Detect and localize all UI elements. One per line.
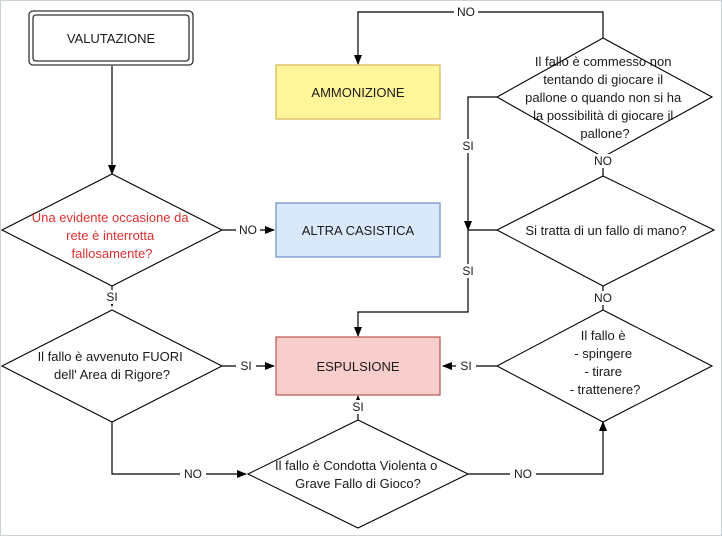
- node-ammonizione: AMMONIZIONE: [275, 64, 441, 120]
- label-si-condotta: SI: [352, 400, 363, 414]
- label-no-commesso: NO: [594, 154, 612, 168]
- tipo-fallo-line-3: - tirare: [584, 364, 622, 379]
- label-si-occasione: SI: [106, 290, 117, 304]
- tipo-fallo-line-4: - trattenere?: [570, 382, 641, 397]
- commesso-line-4: la possibilità di giocare il: [533, 108, 673, 123]
- node-valutazione: VALUTAZIONE: [28, 10, 194, 66]
- condotta-line-1: Il fallo è Condotta Violenta o: [275, 458, 437, 473]
- node-occasione: Una evidente occasione da rete è interro…: [0, 173, 224, 287]
- occasione-text: Una evidente occasione da rete è interro…: [32, 210, 192, 261]
- label-no-tipo: NO: [594, 291, 612, 305]
- edge-labels: NO SI NO SI NO SI SI SI NO SI NO NO: [102, 5, 615, 481]
- tipo-fallo-line-2: - spingere: [574, 346, 632, 361]
- edge-fuori-no: [111, 422, 247, 478]
- commesso-text: Il fallo è commesso non tentando di gioc…: [525, 54, 685, 141]
- label-si-commesso: SI: [462, 139, 473, 153]
- commesso-line-2: tentando di giocare il: [543, 72, 663, 87]
- label-no-occasione: NO: [239, 223, 257, 237]
- fallo-mano-line-1: Si tratta di un fallo di mano?: [525, 223, 686, 238]
- espulsione-label: ESPULSIONE: [316, 359, 399, 374]
- label-si-fuori: SI: [240, 359, 251, 373]
- node-condotta: Il fallo è Condotta Violenta o Grave Fal…: [246, 419, 470, 529]
- nodes: VALUTAZIONE AMMONIZIONE ALTRA CASISTICA …: [0, 10, 716, 529]
- label-si-tipo: SI: [460, 359, 471, 373]
- fallo-mano-text: Si tratta di un fallo di mano?: [525, 223, 686, 238]
- node-espulsione: ESPULSIONE: [275, 336, 441, 396]
- ammonizione-label: AMMONIZIONE: [311, 85, 404, 100]
- commesso-line-5: pallone?: [580, 126, 629, 141]
- node-commesso: Il fallo è commesso non tentando di gioc…: [495, 37, 714, 158]
- label-si-mano: SI: [462, 264, 473, 278]
- ammonizione-box: [275, 64, 441, 120]
- node-fuori-area: Il fallo è avvenuto FUORI dell' Area di …: [0, 309, 224, 423]
- edge-commesso-to-ammonizione: [354, 11, 604, 65]
- tipo-fallo-line-1: Il fallo è: [581, 328, 626, 343]
- node-altra-casistica: ALTRA CASISTICA: [275, 202, 441, 258]
- node-fallo-mano: Si tratta di un fallo di mano?: [495, 175, 716, 287]
- commesso-line-3: pallone o quando non si ha: [525, 90, 682, 105]
- label-no-condotta: NO: [514, 467, 532, 481]
- condotta-line-2: Grave Fallo di Gioco?: [295, 476, 421, 491]
- node-tipo-fallo: Il fallo è - spingere - tirare - tratten…: [495, 309, 714, 423]
- occasione-line-3: fallosamente?: [72, 246, 153, 261]
- fuori-area-line-2: dell' Area di Rigore?: [54, 367, 170, 382]
- commesso-line-1: Il fallo è commesso non: [535, 54, 672, 69]
- espulsione-box: [275, 336, 441, 396]
- edge-condotta-no: [468, 421, 607, 475]
- label-no-fuori: NO: [184, 467, 202, 481]
- occasione-line-2: rete è interrotta: [66, 228, 155, 243]
- tipo-fallo-text: Il fallo è - spingere - tirare - tratten…: [570, 328, 641, 397]
- valutazione-label: VALUTAZIONE: [67, 31, 156, 46]
- label-no-top: NO: [457, 5, 475, 19]
- altra-casistica-box: [275, 202, 441, 258]
- edge-commesso-si: [464, 96, 497, 231]
- condotta-text: Il fallo è Condotta Violenta o Grave Fal…: [275, 458, 441, 491]
- fuori-area-text: Il fallo è avvenuto FUORI dell' Area di …: [38, 349, 187, 382]
- altra-casistica-label: ALTRA CASISTICA: [302, 223, 415, 238]
- occasione-line-1: Una evidente occasione da: [32, 210, 190, 225]
- fuori-area-line-1: Il fallo è avvenuto FUORI: [38, 349, 183, 364]
